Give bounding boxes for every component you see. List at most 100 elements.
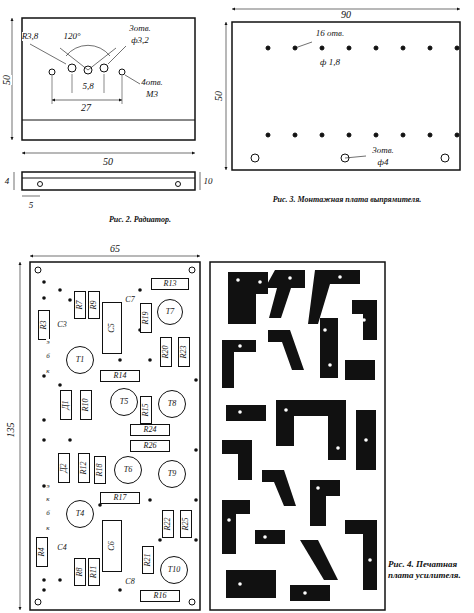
component-box: R25: [180, 510, 192, 538]
hole: [428, 46, 432, 50]
transistor-symbol: Т9: [158, 460, 186, 488]
component-box: R8: [74, 558, 86, 586]
part-label: э: [46, 483, 49, 490]
part-name: R22: [164, 518, 172, 531]
part-name: R26: [144, 442, 157, 450]
part-name: R12: [80, 462, 88, 475]
part-name: R20: [162, 346, 170, 359]
component-box: R9: [88, 291, 100, 319]
amplifier-board: [20, 256, 385, 610]
part-label: C8: [125, 578, 134, 586]
component-box: R26: [130, 440, 170, 452]
transistor-symbol: Т6: [114, 456, 142, 484]
hole: [284, 408, 288, 412]
component-box: R24: [130, 424, 170, 436]
figure-caption: Рис. 3. Монтажная плата выпрямителя.: [273, 196, 422, 204]
component-box: Д1: [60, 390, 72, 420]
hole: [42, 578, 46, 582]
figure-caption: Рис. 2. Радиатор.: [109, 216, 171, 224]
component-box: R21: [142, 546, 154, 574]
part-name: R10: [82, 399, 90, 412]
dimension-label: 50: [214, 91, 224, 101]
transistor-symbol: Т10: [160, 556, 188, 584]
hole: [194, 498, 198, 502]
component-box: R11: [88, 558, 100, 586]
hole: [42, 280, 46, 284]
part-name: R25: [182, 518, 190, 531]
hole: [336, 446, 340, 450]
dimension-label: 10: [204, 177, 213, 186]
hole: [194, 538, 198, 542]
component-box: R23: [178, 337, 190, 367]
part-label: к: [46, 368, 49, 375]
part-name: R3: [40, 321, 48, 330]
hole: [148, 498, 152, 502]
component-box: R13: [151, 278, 189, 290]
hole: [158, 538, 162, 542]
part-name: R17: [114, 494, 127, 502]
dimension-label: R3,8: [22, 32, 39, 41]
dimension-label: ф 1,8: [320, 58, 340, 67]
hole: [258, 280, 262, 284]
hole: [293, 46, 297, 50]
part-name: Д1: [62, 400, 70, 409]
component-box: R22: [162, 510, 174, 538]
hole: [42, 296, 46, 300]
component-box: R7: [74, 291, 86, 319]
component-box: R3: [38, 310, 50, 340]
part-name: C5: [108, 323, 116, 332]
part-name: Т4: [76, 510, 84, 518]
part-label: C4: [57, 544, 66, 552]
component-box: R16: [140, 590, 180, 602]
part-name: Т5: [120, 398, 128, 406]
hole: [364, 438, 368, 442]
hole: [455, 46, 459, 50]
transistor-symbol: Т7: [157, 299, 183, 325]
part-name: R8: [76, 568, 84, 577]
hole: [303, 591, 307, 595]
dimension-label: 3отв.: [372, 146, 394, 155]
dimension-label: 3отв.: [129, 24, 151, 33]
hole: [320, 133, 324, 137]
hole: [42, 374, 46, 378]
component-box: Д2: [58, 453, 70, 483]
hole: [227, 518, 231, 522]
part-name: Т9: [168, 470, 176, 478]
part-name: R15: [142, 404, 150, 417]
hole: [42, 484, 46, 488]
hole: [328, 363, 332, 367]
hole: [338, 275, 342, 279]
component-box: R17: [100, 492, 140, 504]
hole: [320, 46, 324, 50]
hole: [263, 535, 267, 539]
part-name: Т6: [124, 466, 132, 474]
figure-caption: Рис. 4. Печатная плата усилителя.: [388, 559, 468, 582]
dimension-label: ф3,2: [131, 36, 149, 45]
part-name: R21: [144, 554, 152, 567]
hole: [288, 276, 292, 280]
part-name: R4: [38, 548, 46, 557]
dimension-label: М3: [146, 90, 158, 99]
dimension-label: 27: [81, 103, 91, 113]
dimension-label: 50: [2, 75, 12, 85]
part-name: Д2: [60, 463, 68, 472]
part-name: R13: [164, 280, 177, 288]
part-name: C6: [108, 541, 116, 550]
part-label: C3: [57, 321, 66, 329]
hole: [374, 133, 378, 137]
hole: [42, 418, 46, 422]
part-name: R16: [154, 592, 167, 600]
dimension-label: 90: [341, 10, 351, 20]
dimension-label: 120°: [63, 32, 80, 41]
component-box: R14: [100, 370, 140, 382]
hole: [118, 588, 122, 592]
hole: [148, 358, 152, 362]
hole: [428, 133, 432, 137]
hole: [401, 46, 405, 50]
component-box: R15: [140, 396, 152, 424]
hole: [347, 46, 351, 50]
part-name: R18: [96, 464, 104, 477]
hole: [194, 448, 198, 452]
copper-traces: [222, 270, 377, 601]
component-box: R10: [80, 390, 92, 420]
